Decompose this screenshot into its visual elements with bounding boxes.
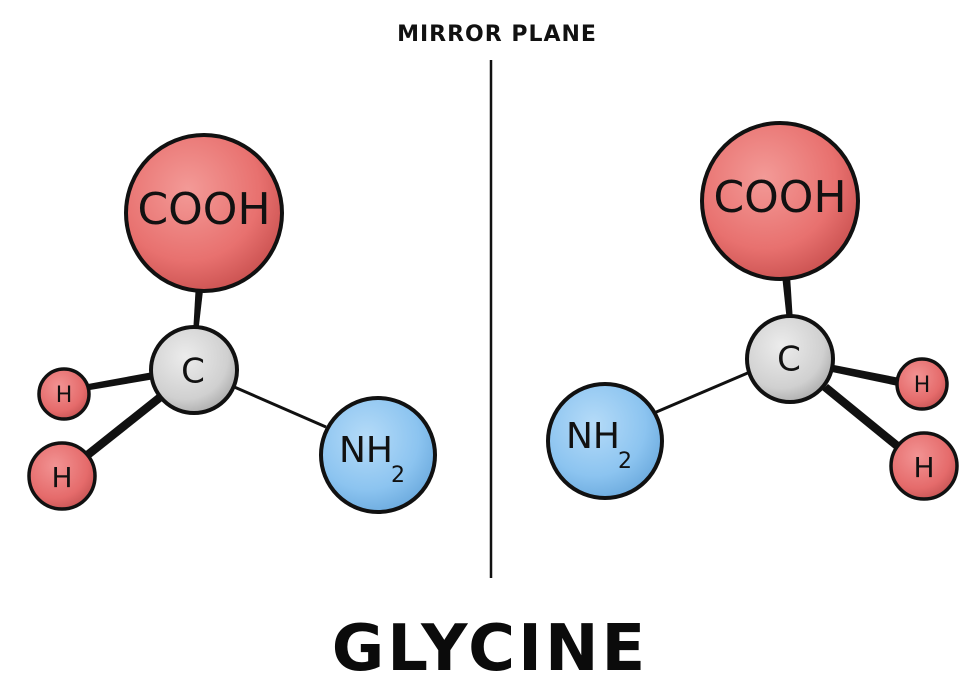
right-carboxyl-label: COOH (713, 172, 846, 223)
left-bond-carbon-carboxyl (193, 282, 204, 334)
left-amine-label: NH (339, 430, 393, 471)
left-hydrogen-2-label: H (51, 461, 72, 494)
right-hydrogen-2-atom: H (889, 431, 959, 501)
right-bond-carbon-carboxyl (782, 275, 793, 322)
right-hydrogen-1-label: H (914, 373, 931, 398)
right-bond-carbon-amine (653, 370, 751, 415)
right-bond-carbon-h1 (832, 365, 900, 386)
left-carboxyl-label: COOH (137, 184, 270, 235)
right-amine-atom: NH 2 (546, 382, 664, 500)
left-amine-atom: NH 2 (319, 396, 437, 514)
mirror-plane-label: MIRROR PLANE (397, 22, 597, 47)
left-bond-carbon-h2 (82, 392, 166, 460)
right-hydrogen-1-atom: H (895, 357, 949, 411)
right-hydrogen-2-label: H (913, 451, 934, 484)
left-carboxyl-atom: COOH (124, 133, 284, 293)
left-carbon-atom: C (149, 325, 239, 415)
left-hydrogen-2-atom: H (27, 441, 97, 511)
right-amine-label: NH (566, 416, 620, 457)
right-amine-subscript: 2 (618, 449, 632, 474)
right-carbon-atom: C (745, 314, 835, 404)
left-hydrogen-1-atom: H (37, 367, 91, 421)
right-molecule: COOH C H H NH 2 (546, 121, 959, 501)
right-carbon-label: C (777, 340, 801, 380)
left-bond-carbon-amine (231, 384, 327, 429)
right-carboxyl-atom: COOH (700, 121, 860, 281)
glycine-title: GLYCINE (332, 612, 648, 686)
right-bond-carbon-h2 (822, 384, 904, 452)
left-molecule: COOH C H H NH 2 (27, 133, 437, 514)
left-amine-subscript: 2 (391, 463, 405, 488)
left-hydrogen-1-label: H (56, 383, 73, 408)
left-carbon-label: C (181, 352, 205, 392)
left-bond-carbon-h1 (88, 372, 155, 390)
